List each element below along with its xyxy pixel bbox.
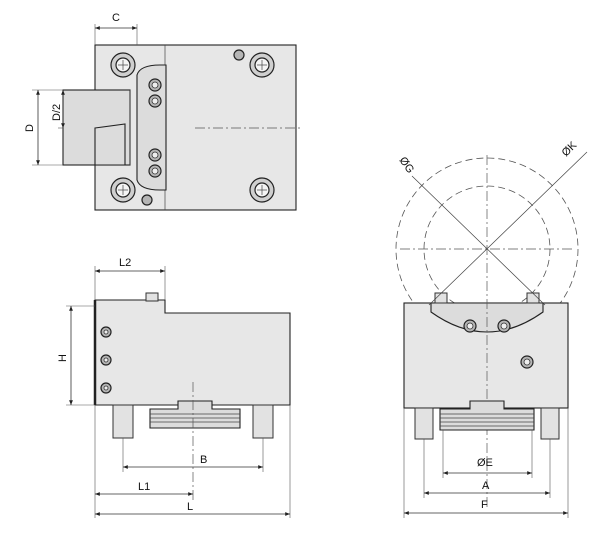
side-view: ØG ØK ØE A F [395, 139, 588, 518]
dim-l-label: L [187, 501, 193, 513]
bottom-plug-icon [141, 194, 153, 206]
top-view: C D D/2 [24, 12, 300, 211]
dim-d-label: D [24, 124, 36, 132]
dim-f-label: F [481, 499, 488, 511]
front-left-leg [112, 404, 134, 439]
dim-d-half-label: D/2 [51, 104, 63, 121]
dim-a-label: A [482, 480, 490, 492]
side-right-key [526, 292, 540, 304]
side-left-key [434, 292, 448, 304]
dim-e-label: ØE [477, 457, 493, 469]
bottom-left-bolt-icon [110, 177, 136, 203]
front-view-body [94, 299, 291, 406]
top-plug-icon [233, 49, 245, 61]
dim-b-label: B [200, 454, 207, 466]
bottom-right-bolt-icon [249, 177, 275, 203]
front-serration [149, 400, 241, 429]
side-right-leg [540, 407, 560, 440]
tool-collet [94, 123, 126, 166]
clamp-screw-icon [148, 78, 162, 178]
dia-k-circle [395, 157, 579, 341]
dim-c-label: C [112, 12, 120, 24]
side-serration [439, 400, 535, 431]
top-right-bolt-icon [249, 52, 275, 78]
top-left-bolt-icon [110, 52, 136, 78]
front-view: L2 H B L1 L [57, 257, 291, 518]
dim-h-label: H [57, 354, 69, 362]
side-port-icon [100, 326, 112, 394]
side-coolant-hole-icon [463, 319, 534, 369]
side-left-leg [414, 407, 434, 440]
dim-g-label: ØG [397, 155, 417, 176]
dim-l2-label: L2 [119, 257, 131, 269]
front-right-leg [252, 404, 274, 439]
dim-l1-label: L1 [138, 481, 150, 493]
dim-k-label: ØK [560, 139, 580, 159]
front-key-pin [145, 292, 159, 302]
